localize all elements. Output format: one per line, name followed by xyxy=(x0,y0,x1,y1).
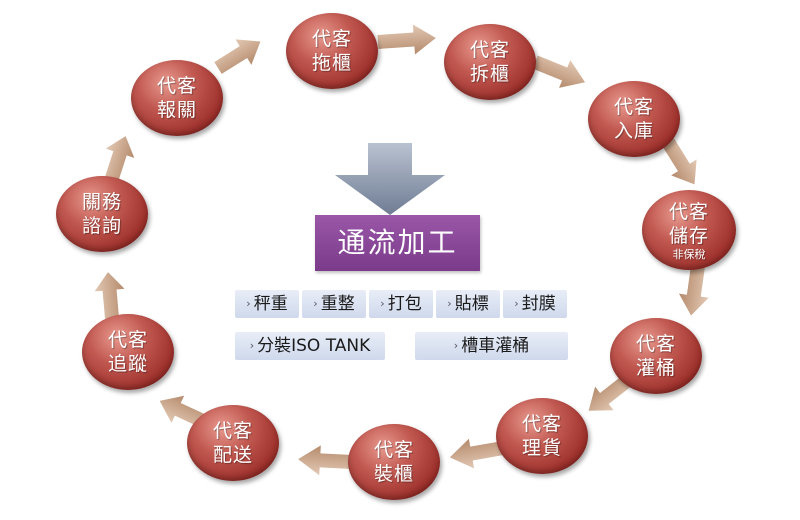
service-labeling: › 貼標 xyxy=(436,290,500,318)
service-label: 槽車灌桶 xyxy=(461,336,530,356)
bullet-icon: › xyxy=(249,339,255,352)
flow-arrow-2 xyxy=(377,24,436,55)
node-tracking: 代客 追蹤 xyxy=(82,314,174,390)
bullet-icon: › xyxy=(246,297,251,310)
node-customs: 代客 報關 xyxy=(131,60,223,136)
node-towing: 代客 拖櫃 xyxy=(286,13,378,89)
node-unstuffing: 代客 拆櫃 xyxy=(444,24,536,100)
flow-arrow-11 xyxy=(105,136,135,181)
flow-arrow-10 xyxy=(94,272,125,319)
bullet-icon: › xyxy=(514,297,519,310)
bullet-icon: › xyxy=(313,297,318,310)
node-delivery: 代客 配送 xyxy=(187,405,279,481)
service-weighing: › 秤重 xyxy=(235,290,299,318)
service-label: 打包 xyxy=(387,294,422,314)
flow-arrow-7 xyxy=(449,438,505,469)
service-label: 秤重 xyxy=(253,294,288,314)
flow-arrow-3 xyxy=(532,55,586,88)
center-title: 通流加工 xyxy=(315,215,480,271)
node-warehousing: 代客 入庫 xyxy=(588,81,680,157)
flow-arrow-4 xyxy=(662,138,697,185)
bullet-icon: › xyxy=(380,297,385,310)
service-label: 重整 xyxy=(320,294,355,314)
service-tanker-drumming: › 槽車灌桶 xyxy=(415,332,568,360)
flow-arrow-1 xyxy=(214,39,261,74)
service-film-wrapping: › 封膜 xyxy=(503,290,567,318)
flow-arrow-6 xyxy=(588,374,633,411)
service-label: 分裝ISO TANK xyxy=(257,336,371,356)
bullet-icon: › xyxy=(447,297,452,310)
node-drumming: 代客 灌桶 xyxy=(610,318,702,394)
node-consulting: 關務 諮詢 xyxy=(56,176,148,252)
service-label: 封膜 xyxy=(521,294,556,314)
node-storage: 代客 儲存 非保稅 xyxy=(642,190,736,270)
service-reorganizing: › 重整 xyxy=(302,290,366,318)
flow-arrow-8 xyxy=(298,445,353,476)
center-down-arrow-icon xyxy=(335,143,445,215)
node-sorting: 代客 理貨 xyxy=(496,398,588,474)
service-label: 貼標 xyxy=(454,294,489,314)
service-packing: › 打包 xyxy=(369,290,433,318)
bullet-icon: › xyxy=(453,339,459,352)
service-iso-tank: › 分裝ISO TANK xyxy=(235,332,385,360)
flow-arrow-5 xyxy=(678,265,709,316)
node-stuffing: 代客 裝櫃 xyxy=(348,424,440,500)
